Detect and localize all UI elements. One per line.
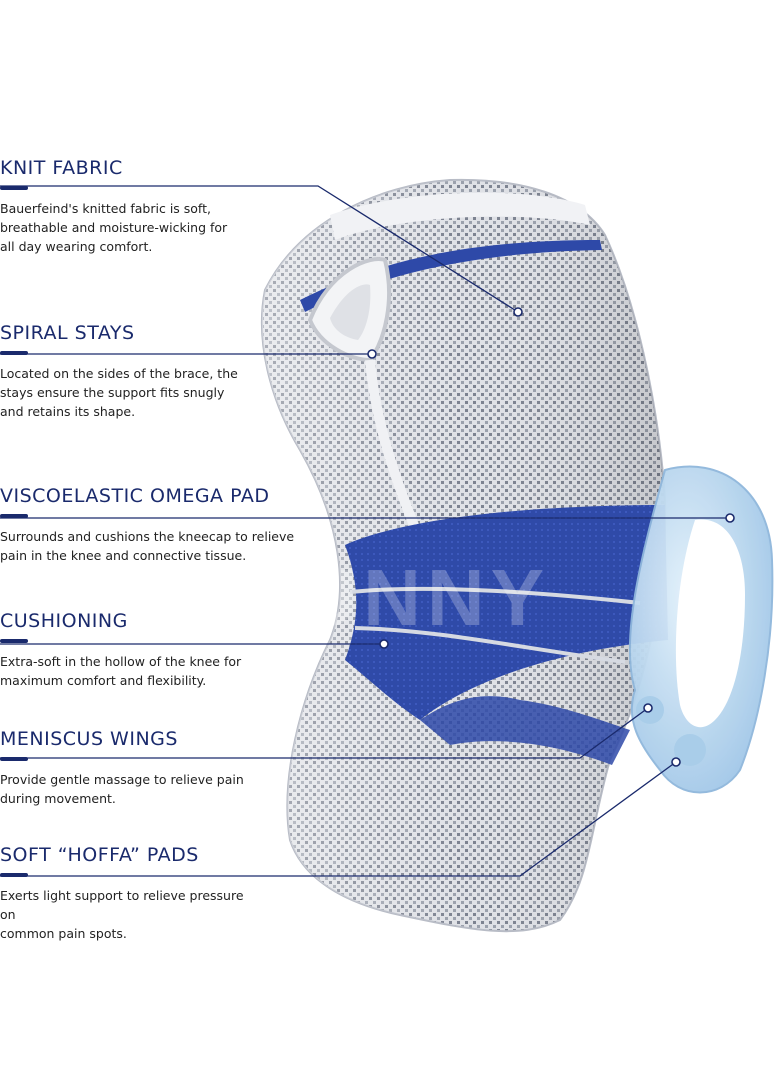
feature-soft-hoffa-pads: SOFT “HOFFA” PADS Exerts light support t… — [0, 844, 300, 941]
title-bar — [0, 757, 28, 761]
watermark: SUNNY — [240, 553, 550, 642]
feature-title: MENISCUS WINGS — [0, 728, 178, 750]
feature-title: SOFT “HOFFA” PADS — [0, 844, 199, 866]
title-bar — [0, 639, 28, 643]
feature-viscoelastic-omega-pad: VISCOELASTIC OMEGA PAD Surrounds and cus… — [0, 485, 300, 563]
leader-dots — [367, 307, 735, 767]
feature-title: CUSHIONING — [0, 610, 128, 632]
feature-description: Bauerfeind's knitted fabric is soft,brea… — [0, 201, 228, 254]
title-bar — [0, 514, 28, 518]
feature-description: Exerts light support to relieve pressure… — [0, 888, 244, 941]
feature-meniscus-wings: MENISCUS WINGS Provide gentle massage to… — [0, 728, 300, 806]
title-bar — [0, 186, 28, 190]
feature-knit-fabric: KNIT FABRIC Bauerfeind's knitted fabric … — [0, 157, 300, 254]
leader-lines — [0, 185, 730, 877]
feature-cushioning: CUSHIONING Extra-soft in the hollow of t… — [0, 610, 300, 688]
feature-spiral-stays: SPIRAL STAYS Located on the sides of the… — [0, 322, 300, 419]
feature-title: KNIT FABRIC — [0, 157, 123, 179]
feature-title: SPIRAL STAYS — [0, 322, 135, 344]
title-bar — [0, 351, 28, 355]
feature-description: Surrounds and cushions the kneecap to re… — [0, 529, 295, 563]
title-bar — [0, 873, 28, 877]
blue-strap — [345, 505, 668, 720]
feature-title: VISCOELASTIC OMEGA PAD — [0, 485, 270, 507]
feature-description: Extra-soft in the hollow of the knee for… — [0, 654, 242, 688]
